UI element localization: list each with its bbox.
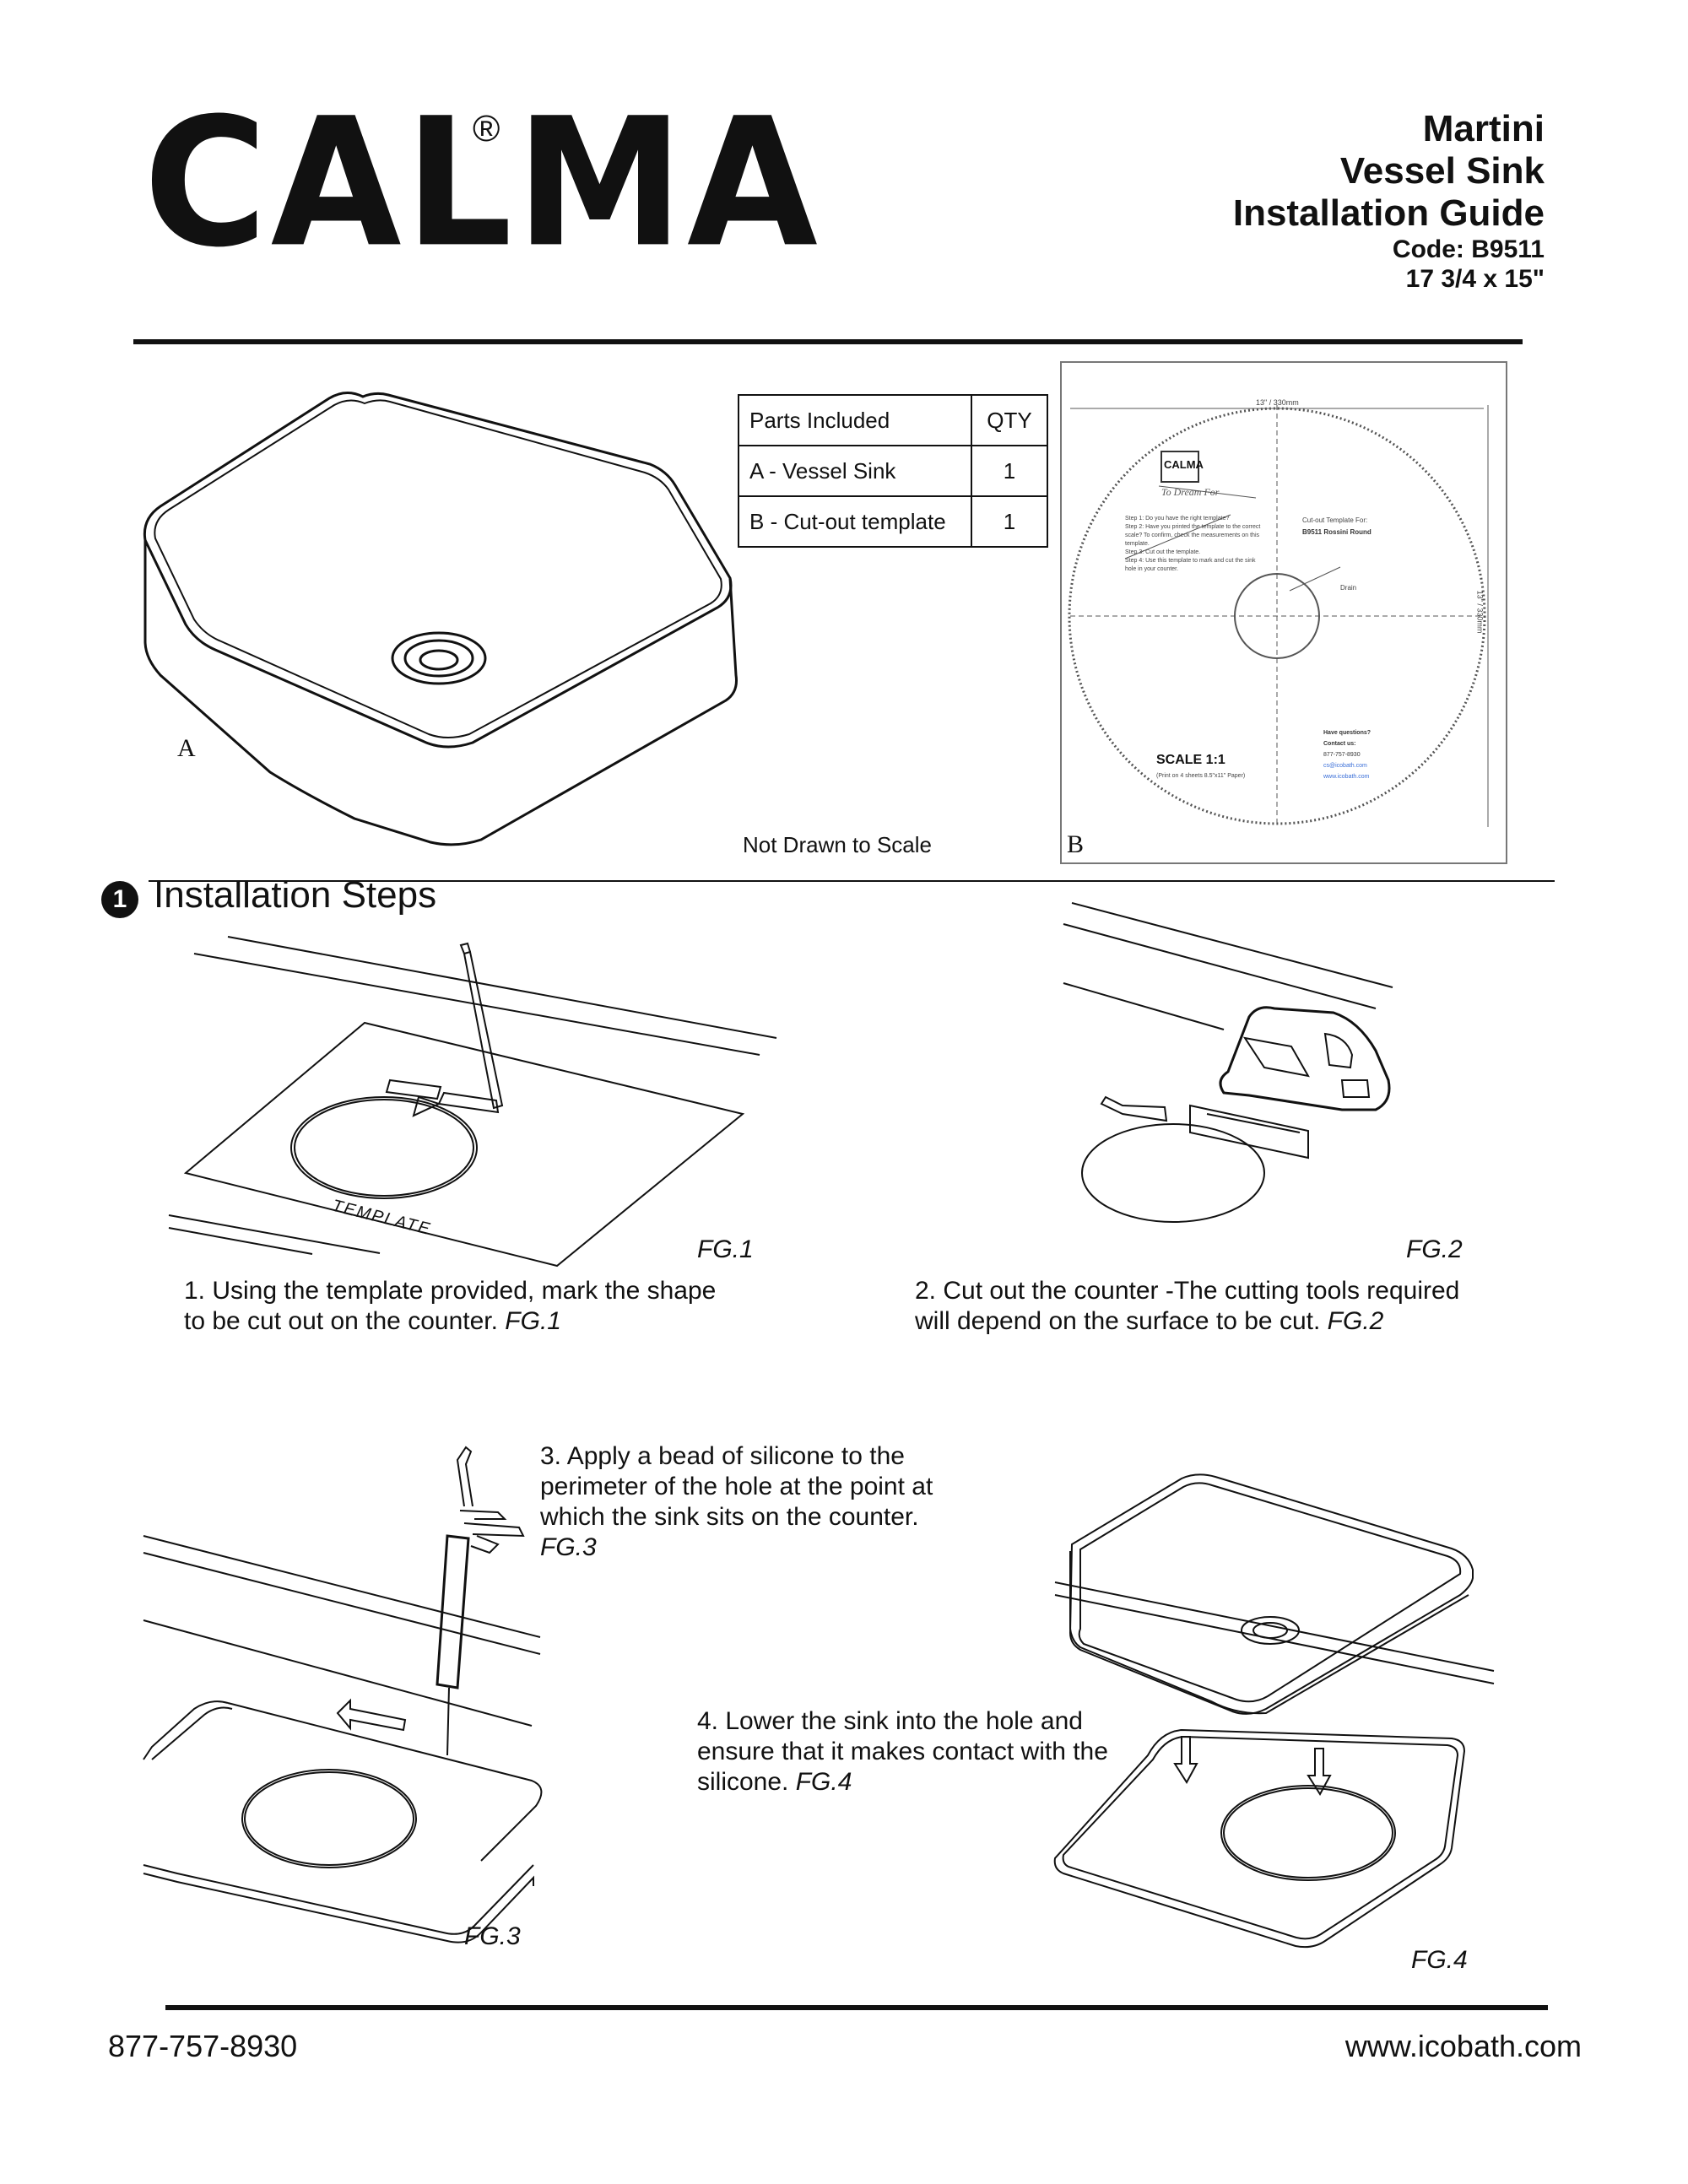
label-a: A <box>177 734 196 762</box>
step-3-ref: FG.3 <box>540 1533 597 1561</box>
template-drain-label: Drain <box>1340 584 1357 592</box>
template-email: cs@icobath.com <box>1323 763 1367 769</box>
table-header-row: Parts Included QTY <box>738 394 1048 446</box>
step-4-text: 4. Lower the sink into the hole and ensu… <box>697 1707 1108 1796</box>
step-1: 1. Using the template provided, mark the… <box>184 1276 724 1337</box>
template-cut-model: B9511 Rossini Round <box>1302 528 1372 536</box>
title-block: Martini Vessel Sink Installation Guide C… <box>1233 108 1545 294</box>
step-2: 2. Cut out the counter -The cutting tool… <box>915 1276 1489 1337</box>
template-dim-side: 13" / 330mm <box>1475 590 1485 634</box>
template-questions: Have questions? <box>1323 730 1372 736</box>
title-line-2: Vessel Sink <box>1339 150 1545 192</box>
fig4-label: FG.4 <box>1411 1946 1468 1974</box>
vessel-sink-drawing <box>143 392 738 846</box>
header-qty: QTY <box>971 394 1048 446</box>
part-name: B - Cut-out template <box>738 495 972 548</box>
step-4-ref: FG.4 <box>795 1768 852 1796</box>
template-cut-title: Cut-out Template For: <box>1302 516 1368 524</box>
template-steps: Step 1: Do you have the right template? … <box>1125 515 1264 574</box>
step-1-text: 1. Using the template provided, mark the… <box>184 1277 717 1335</box>
header-parts: Parts Included <box>738 394 972 446</box>
title-line-1: Martini <box>1422 108 1545 149</box>
template-tagline: To Dream For <box>1161 486 1220 498</box>
step-3-text: 3. Apply a bead of silicone to the perim… <box>540 1442 933 1531</box>
template-print-note: (Print on 4 sheets 8.5"x11" Paper) <box>1156 773 1246 779</box>
template-contact-label: Contact us: <box>1323 741 1356 747</box>
footer-phone: 877-757-8930 <box>108 2029 298 2063</box>
fig2-label: FG.2 <box>1406 1235 1463 1263</box>
template-web: www.icobath.com <box>1323 774 1370 780</box>
fig1-drawing <box>168 936 777 1268</box>
step-3: 3. Apply a bead of silicone to the perim… <box>540 1441 962 1563</box>
step-2-text: 2. Cut out the counter -The cutting tool… <box>915 1277 1460 1335</box>
section-number-badge: 1 <box>101 881 138 918</box>
template-step: Step 1: Do you have the right template? <box>1125 516 1230 522</box>
brand-logo: CALMA <box>143 80 821 287</box>
table-row: A - Vessel Sink 1 <box>738 445 1048 497</box>
template-step: Step 3: Cut out the template. <box>1125 549 1201 555</box>
parts-table: Parts Included QTY A - Vessel Sink 1 B -… <box>738 394 1048 548</box>
table-row: B - Cut-out template 1 <box>738 495 1048 548</box>
step-1-ref: FG.1 <box>505 1307 561 1335</box>
template-logo: CALMA <box>1164 458 1204 471</box>
footer-divider <box>165 2005 1548 2010</box>
fig4-drawing <box>1053 1473 1495 1949</box>
fig2-drawing <box>1063 902 1393 1223</box>
template-dim-top: 13" / 330mm <box>1256 398 1299 407</box>
template-scale: SCALE 1:1 <box>1156 753 1225 767</box>
registered-mark: ® <box>473 108 500 149</box>
fig1-label: FG.1 <box>697 1235 754 1263</box>
footer-website[interactable]: www.icobath.com <box>1344 2029 1582 2063</box>
template-step: Step 4: Use this template to mark and cu… <box>1125 558 1256 572</box>
part-qty: 1 <box>971 495 1048 548</box>
section-title: Installation Steps <box>154 874 437 916</box>
title-line-3: Installation Guide <box>1232 192 1545 234</box>
fig3-label: FG.3 <box>464 1922 521 1950</box>
fig3-drawing <box>143 1446 543 1943</box>
step-2-ref: FG.2 <box>1327 1307 1384 1335</box>
template-phone: 877-757-8930 <box>1323 752 1361 758</box>
header-divider <box>133 339 1523 344</box>
template-circle <box>1068 405 1489 827</box>
template-step: Step 2: Have you printed the template to… <box>1125 524 1261 547</box>
template-contact: Have questions? Contact us: 877-757-8930… <box>1323 727 1371 782</box>
product-code: Code: B9511 <box>1392 235 1545 263</box>
product-size: 17 3/4 x 15" <box>1405 265 1545 293</box>
part-name: A - Vessel Sink <box>738 445 972 497</box>
section-divider <box>149 880 1555 882</box>
label-b: B <box>1067 830 1085 858</box>
template-sheet: 13" / 330mm 13" / 330mm CALMA To Dream F… <box>1060 361 1507 864</box>
not-to-scale-note: Not Drawn to Scale <box>743 832 932 857</box>
step-4: 4. Lower the sink into the hole and ensu… <box>697 1706 1119 1797</box>
part-qty: 1 <box>971 445 1048 497</box>
